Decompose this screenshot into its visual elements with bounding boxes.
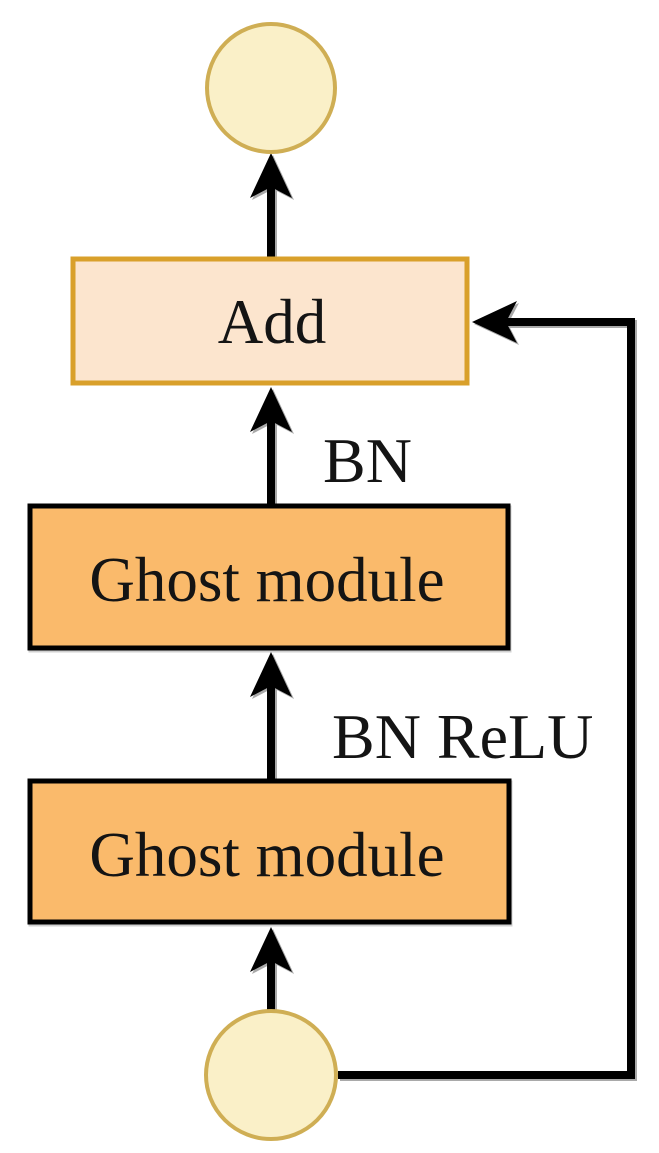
arrow-up-head-2-icon — [250, 652, 292, 697]
output-node — [205, 22, 337, 154]
arrow-up-head-3-icon — [250, 387, 292, 432]
bn-relu-edge-label: BN ReLU — [332, 701, 593, 772]
arrow-up-head-1-icon — [250, 927, 292, 972]
ghost-module-bottom-label: Ghost module — [89, 820, 444, 890]
bn-edge-label: BN — [323, 425, 412, 496]
add-box — [70, 256, 470, 386]
skip-connection-line — [338, 318, 635, 1079]
input-node — [204, 1009, 338, 1141]
ghost-module-top-label: Ghost module — [89, 545, 444, 615]
ghost-module-bottom-box — [27, 778, 512, 925]
ghost-module-top-box — [27, 503, 511, 651]
skip-arrowhead-left-icon — [472, 301, 517, 343]
add-box-label: Add — [218, 287, 327, 357]
arrow-up-head-4-icon — [250, 153, 292, 198]
